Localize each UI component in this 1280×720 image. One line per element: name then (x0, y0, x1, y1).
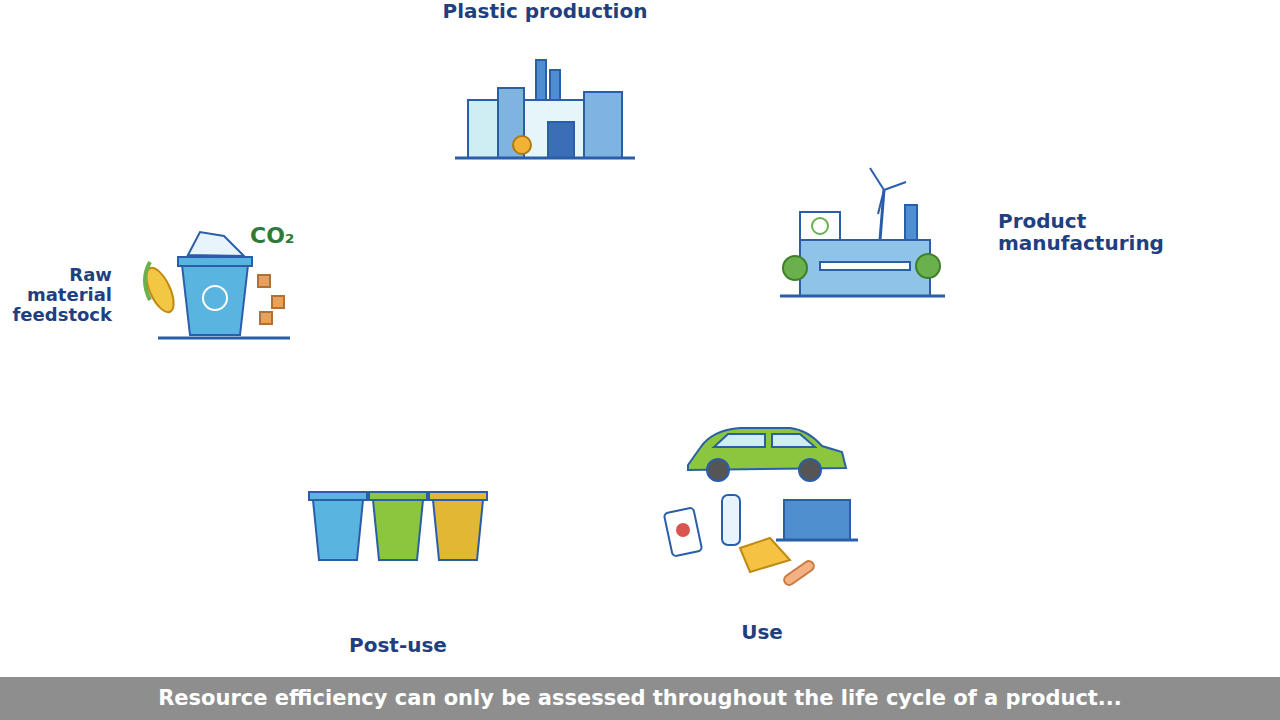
co2-label: CO₂ (250, 224, 294, 248)
factory-icon (455, 60, 635, 158)
stage-label: Use (662, 621, 862, 643)
cycle-arrow (336, 178, 440, 232)
circle-shape (440, 24, 650, 234)
circle-shape (290, 410, 506, 626)
stage-label: Raw material feedstock (4, 265, 112, 325)
car-icon (664, 428, 858, 587)
cycle-arrow (655, 168, 748, 201)
stage-label: Plastic production (415, 0, 675, 22)
cycle-arrow (518, 509, 642, 523)
caption: Resource efficiency can only be assessed… (0, 677, 1280, 720)
circle-shape (120, 177, 336, 393)
lifecycle-circle: Plastic production (440, 24, 650, 234)
circle-shape (654, 397, 870, 613)
lifecycle-circle: Post-use (290, 410, 506, 626)
green-factory-icon (780, 168, 945, 296)
caption-band: Resource efficiency can only be assessed… (0, 677, 1280, 720)
cycle-arrow (293, 382, 327, 421)
lifecycle-circle: Use (654, 397, 870, 613)
stage-label: Post-use (298, 634, 498, 656)
lifecycle-circle: Raw material feedstock (120, 177, 336, 393)
waste-bins-icon (309, 492, 487, 560)
stage-label: Product manufacturing (998, 210, 1198, 254)
circle-shape (754, 132, 970, 348)
cycle-arrow (804, 352, 820, 392)
lifecycle-circle: Product manufacturing (754, 132, 970, 348)
